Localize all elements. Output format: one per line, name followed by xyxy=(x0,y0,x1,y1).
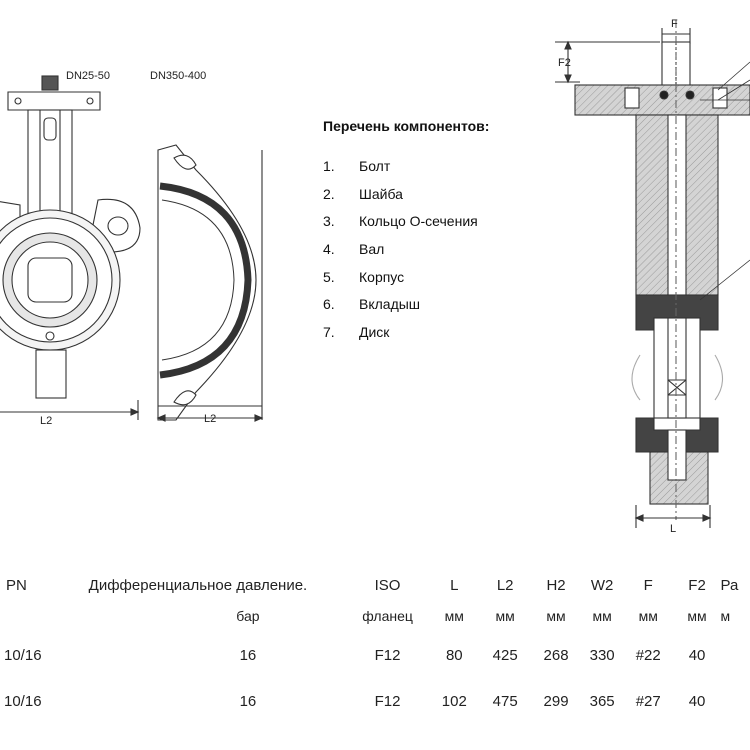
component-number: 7. xyxy=(323,324,335,341)
table-header-row: PN Дифференциальное давление. ISO L L2 H… xyxy=(0,570,750,600)
cell-l2: 475 xyxy=(492,692,518,710)
cell-l: 80 xyxy=(445,646,463,664)
front-view xyxy=(0,75,141,420)
unit-f2: мм xyxy=(687,608,707,624)
unit-pn xyxy=(0,600,50,632)
unit-iso: фланец xyxy=(362,608,413,624)
component-name: Корпус xyxy=(359,268,405,285)
header-iso: ISO xyxy=(374,576,401,594)
component-number: 6. xyxy=(323,296,335,313)
header-f2: F2 xyxy=(688,576,706,594)
unit-f: мм xyxy=(638,608,658,624)
cell-extra xyxy=(720,632,750,678)
component-item: 4. Вал xyxy=(323,241,478,269)
cell-h2: 299 xyxy=(543,692,569,710)
component-name: Болт xyxy=(359,158,391,174)
header-f: F xyxy=(643,576,653,594)
header-l2: L2 xyxy=(496,576,514,594)
component-number: 5. xyxy=(323,268,335,285)
cell-l2: 425 xyxy=(492,646,518,664)
f2-label: F2 xyxy=(558,57,571,69)
header-w2: W2 xyxy=(590,576,614,594)
side-view xyxy=(156,144,264,422)
unit-l: мм xyxy=(444,608,464,624)
component-number: 4. xyxy=(323,241,335,258)
component-number: 2. xyxy=(323,185,335,202)
dn-large-label: DN350-400 xyxy=(150,70,206,82)
cell-f2: 40 xyxy=(688,646,706,664)
component-item: 1. Болт xyxy=(323,158,478,186)
cell-extra xyxy=(720,678,750,724)
cell-iso: F12 xyxy=(374,646,401,664)
header-h2: H2 xyxy=(546,576,566,594)
component-item: 2. Шайба xyxy=(323,186,478,214)
component-name: Вал xyxy=(359,241,385,258)
components-list: 1.Болт 2.Шайба 3.Кольцо О-сечения 4.Вал … xyxy=(323,158,478,352)
unit-extra: м xyxy=(720,608,731,624)
header-differential-pressure: Дифференциальное давление. xyxy=(88,576,308,594)
header-extra: Ра xyxy=(720,576,739,594)
table-row: 10/16 16 F12 80 425 268 330 #22 40 xyxy=(0,632,750,678)
cell-iso: F12 xyxy=(374,692,401,710)
cell-differential-pressure: 16 xyxy=(239,692,257,710)
cell-pn: 10/16 xyxy=(4,692,42,710)
cell-differential-pressure: 16 xyxy=(239,646,257,664)
table-row: 10/16 16 F12 102 475 299 365 #27 40 xyxy=(0,678,750,724)
cell-w2: 330 xyxy=(589,646,615,664)
valve-technical-drawing: DN25-50 DN350-400 L2 L2 xyxy=(0,18,750,535)
component-number: 3. xyxy=(323,213,335,230)
component-name: Вкладыш xyxy=(359,296,421,313)
cell-f2: 40 xyxy=(688,692,706,710)
cell-h2: 268 xyxy=(543,646,569,664)
header-l: L xyxy=(450,576,459,594)
unit-h2: мм xyxy=(546,608,566,624)
l2-left-label: L2 xyxy=(40,415,52,427)
component-item: 5. Корпус xyxy=(323,269,478,297)
component-number: 1. xyxy=(323,158,335,174)
component-name: Диск xyxy=(359,324,390,341)
unit-w2: мм xyxy=(592,608,612,624)
cell-pn: 10/16 xyxy=(4,646,42,664)
spec-table: PN Дифференциальное давление. ISO L L2 H… xyxy=(0,570,750,724)
unit-differential-pressure: бар xyxy=(236,608,260,624)
cell-w2: 365 xyxy=(589,692,615,710)
unit-l2: мм xyxy=(495,608,515,624)
section-view xyxy=(555,20,750,528)
cell-f: #27 xyxy=(635,692,661,710)
dn-small-label: DN25-50 xyxy=(66,70,110,82)
l-bottom-label: L xyxy=(670,523,676,535)
f-top-label: F xyxy=(671,18,678,30)
cell-l: 102 xyxy=(441,692,467,710)
header-pn: PN xyxy=(6,576,27,594)
table-unit-row: бар фланец мм мм мм мм мм мм м xyxy=(0,600,750,632)
l2-right-label: L2 xyxy=(204,413,216,425)
components-title: Перечень компонентов: xyxy=(323,118,490,134)
component-item: 7. Диск xyxy=(323,324,478,352)
component-name: Шайба xyxy=(359,185,403,202)
cell-f: #22 xyxy=(635,646,661,664)
component-item: 3. Кольцо О-сечения xyxy=(323,213,478,241)
component-item: 6. Вкладыш xyxy=(323,296,478,324)
component-name: Кольцо О-сечения xyxy=(359,213,478,230)
